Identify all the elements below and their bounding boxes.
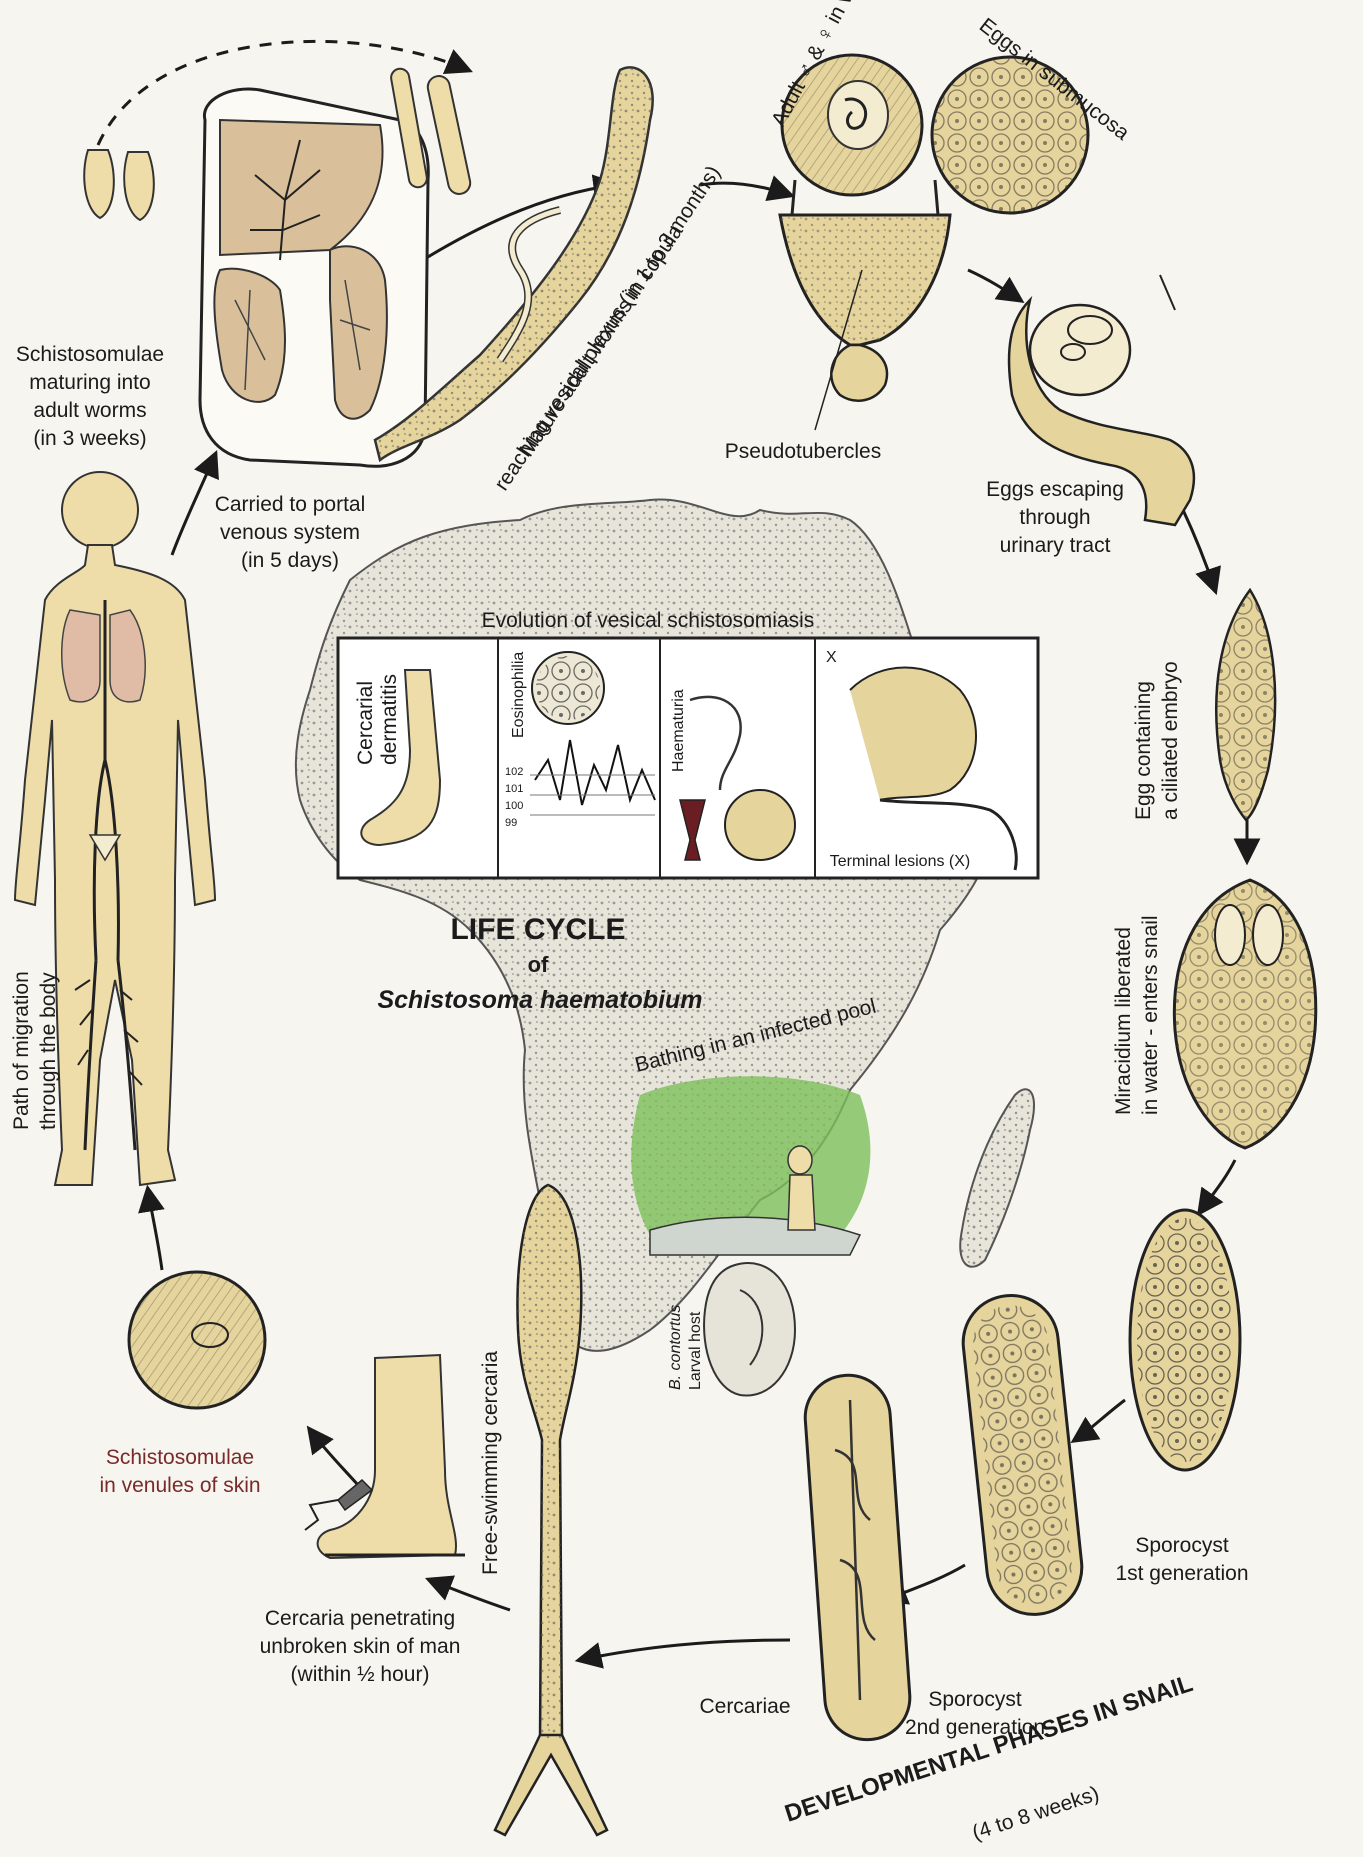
cercariae-in-sporocyst	[802, 1372, 912, 1742]
label-path-migration: Path of migration through the body	[10, 971, 60, 1130]
chart-tick-102: 102	[505, 766, 523, 778]
svg-text:in water - enters snail: in water - enters snail	[1139, 915, 1162, 1115]
label-sporocyst-1: Sporocyst 1st generation	[1115, 1534, 1248, 1585]
urine-sediment-circle	[725, 790, 795, 860]
young-worm-icon	[426, 74, 472, 196]
svg-text:Carried to portal: Carried to portal	[215, 493, 366, 516]
bather-figure	[788, 1146, 812, 1174]
evolution-panel	[338, 638, 1038, 878]
svg-text:Sporocyst: Sporocyst	[928, 1688, 1022, 1711]
svg-text:Sporocyst: Sporocyst	[1135, 1534, 1229, 1557]
snail-shell-icon	[704, 1263, 795, 1395]
title-line-2: of	[528, 952, 549, 977]
label-pseudotubercles: Pseudotubercles	[725, 440, 881, 463]
svg-text:urinary tract: urinary tract	[1000, 534, 1111, 557]
svg-text:maturing into: maturing into	[29, 371, 150, 394]
svg-text:through the body: through the body	[37, 972, 60, 1130]
label-haematuria: Haematuria	[670, 689, 687, 772]
title-line-1: LIFE CYCLE	[450, 913, 625, 946]
label-schistosomulae-maturing: Schistosomulae maturing into adult worms…	[16, 343, 164, 450]
skin-venule-circle	[129, 1272, 265, 1408]
svg-text:Eggs escaping: Eggs escaping	[986, 478, 1124, 501]
egg-with-embryo	[1216, 590, 1275, 820]
label-terminal-lesions: Terminal lesions (X)	[830, 853, 970, 870]
evolution-panel-heading: Evolution of vesical schistosomiasis	[482, 609, 815, 632]
chart-tick-100: 100	[505, 800, 523, 812]
sporocyst-2nd-generation	[959, 1291, 1087, 1619]
svg-text:Path of migration: Path of migration	[10, 971, 33, 1130]
label-snail-host: B. contortus Larval host	[667, 1305, 704, 1390]
label-developmental-duration: (4 to 8 weeks)	[969, 1782, 1102, 1845]
label-cercariae: Cercariae	[699, 1695, 790, 1718]
sporocyst-1st-generation	[1130, 1210, 1240, 1470]
svg-text:(in 5 days): (in 5 days)	[241, 549, 339, 572]
svg-text:Larval host: Larval host	[687, 1311, 704, 1390]
label-egg-embryo: Egg containing a ciliated embryo	[1132, 661, 1182, 820]
svg-text:through: through	[1019, 506, 1090, 529]
left-lung	[62, 610, 100, 702]
svg-text:a ciliated embryo: a ciliated embryo	[1159, 661, 1182, 820]
label-miracidium: Miracidium liberated in water - enters s…	[1112, 915, 1162, 1115]
svg-text:(within ½ hour): (within ½ hour)	[291, 1663, 430, 1686]
label-eosinophilia: Eosinophilia	[510, 652, 527, 738]
svg-text:adult worms: adult worms	[33, 399, 146, 422]
schistosomula-icon	[124, 152, 154, 220]
chart-tick-99: 99	[505, 817, 517, 829]
svg-text:Miracidium liberated: Miracidium liberated	[1112, 927, 1135, 1115]
schistosomula-icon	[84, 150, 114, 218]
miracidium	[1174, 880, 1315, 1148]
lesion-marker: X	[826, 649, 837, 666]
foot-with-cercaria	[305, 1355, 465, 1558]
title-line-3: Schistosoma haematobium	[377, 986, 702, 1014]
label-schistosomulae-skin: Schistosomulae in venules of skin	[99, 1446, 260, 1497]
svg-text:B. contortus: B. contortus	[667, 1305, 684, 1390]
chart-tick-101: 101	[505, 783, 523, 795]
label-dermatitis: dermatitis	[378, 674, 401, 765]
svg-text:Egg containing: Egg containing	[1132, 681, 1155, 820]
svg-text:Cercaria penetrating: Cercaria penetrating	[265, 1607, 455, 1630]
svg-text:venous system: venous system	[220, 521, 360, 544]
svg-text:1st generation: 1st generation	[1115, 1562, 1248, 1585]
svg-text:in venules of skin: in venules of skin	[99, 1474, 260, 1497]
label-cercarial: Cercarial	[354, 681, 377, 765]
svg-text:Schistosomulae: Schistosomulae	[16, 343, 164, 366]
label-carried-portal: Carried to portal venous system (in 5 da…	[215, 493, 366, 572]
svg-text:Schistosomulae: Schistosomulae	[106, 1446, 254, 1469]
label-free-swimming: Free-swimming cercaria	[479, 1351, 502, 1575]
svg-text:(in 3 weeks): (in 3 weeks)	[33, 427, 146, 450]
svg-text:unbroken skin of man: unbroken skin of man	[260, 1635, 461, 1658]
label-cercaria-penetrating: Cercaria penetrating unbroken skin of ma…	[260, 1607, 461, 1686]
bladder-section	[780, 180, 950, 430]
label-eggs-escaping: Eggs escaping through urinary tract	[986, 478, 1124, 557]
